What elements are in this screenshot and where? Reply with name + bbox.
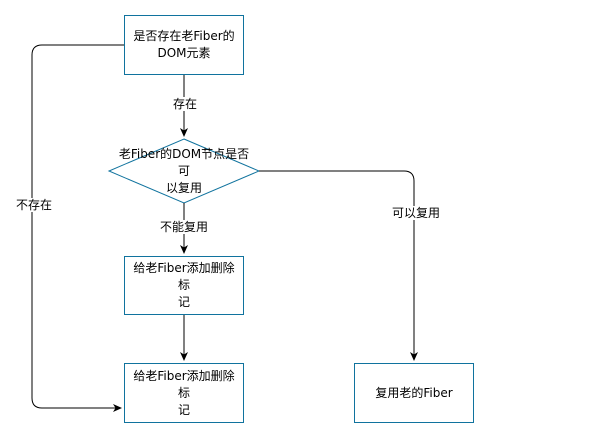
edge-label-can-reuse: 可以复用 bbox=[391, 206, 442, 220]
node-check-reuse: 老Fiber的DOM节点是否可 以复用 bbox=[118, 146, 250, 195]
node-reuse-old-fiber: 复用老的Fiber bbox=[354, 363, 474, 423]
edge-label-exists: 存在 bbox=[172, 97, 199, 111]
edge-reuse-to-reuse-fiber bbox=[259, 170, 418, 361]
edge-check-to-delete-2 bbox=[31, 44, 124, 412]
edge-label-cannot-reuse: 不能复用 bbox=[159, 220, 210, 234]
node-check-old-dom: 是否存在老Fiber的 DOM元素 bbox=[124, 15, 244, 75]
edge-label-not-exists: 不存在 bbox=[15, 198, 54, 212]
node-mark-delete-1: 给老Fiber添加删除标 记 bbox=[124, 256, 244, 315]
node-mark-delete-2: 给老Fiber添加删除标 记 bbox=[124, 363, 244, 423]
